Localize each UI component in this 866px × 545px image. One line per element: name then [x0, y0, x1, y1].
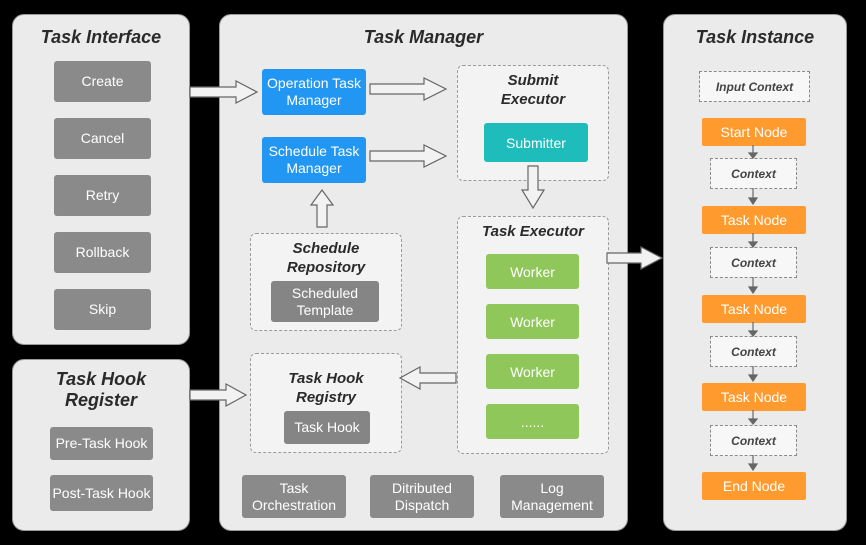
pre-task-hook-button[interactable]: Pre-Task Hook: [50, 427, 153, 460]
task-hook-register-title: Task Hook Register: [55, 369, 147, 410]
task-executor-title: Task Executor: [482, 223, 584, 240]
task-node-2[interactable]: Task Node: [702, 295, 806, 323]
context-3: Context: [710, 336, 797, 367]
arrow-submit-to-executor: [520, 165, 546, 210]
task-executor-box: Task Executor Worker Worker Worker .....…: [457, 216, 609, 454]
arrow-interface-to-operation: [189, 80, 259, 104]
worker-2[interactable]: Worker: [486, 304, 579, 339]
schedule-repository-box: Schedule Repository Scheduled Template: [250, 233, 402, 331]
input-context: Input Context: [699, 71, 810, 102]
context-1: Context: [710, 158, 797, 189]
worker-3[interactable]: Worker: [486, 354, 579, 389]
log-management-button[interactable]: Log Management: [500, 475, 604, 518]
task-manager-title: Task Manager: [363, 27, 484, 47]
task-interface-panel: Task Interface Create Cancel Retry Rollb…: [12, 14, 190, 345]
rollback-button[interactable]: Rollback: [54, 232, 151, 273]
submit-executor-title: Submit Executor: [500, 72, 566, 108]
schedule-repository-title: Schedule Repository: [286, 240, 366, 276]
skip-button[interactable]: Skip: [54, 289, 151, 330]
post-task-hook-button[interactable]: Post-Task Hook: [50, 475, 153, 511]
task-orchestration-button[interactable]: Task Orchestration: [242, 475, 346, 518]
worker-more[interactable]: ......: [486, 404, 579, 439]
arrow-operation-to-submit: [369, 77, 448, 101]
operation-task-manager[interactable]: Operation Task Manager: [262, 69, 366, 115]
task-node-3[interactable]: Task Node: [702, 383, 806, 411]
worker-1[interactable]: Worker: [486, 254, 579, 289]
arrow-repository-to-schedule: [309, 188, 335, 228]
end-node[interactable]: End Node: [702, 472, 806, 500]
cancel-button[interactable]: Cancel: [54, 118, 151, 159]
context-4: Context: [710, 425, 797, 456]
task-hook-registry-box: Task Hook Registry Task Hook: [250, 353, 402, 453]
arrow-hook-register-to-registry: [189, 382, 248, 408]
create-button[interactable]: Create: [54, 61, 151, 102]
context-2: Context: [710, 247, 797, 278]
submit-executor-box: Submit Executor Submitter: [457, 65, 609, 181]
scheduled-template[interactable]: Scheduled Template: [271, 281, 379, 322]
task-hook-register-panel: Task Hook Register Pre-Task Hook Post-Ta…: [12, 359, 190, 531]
retry-button[interactable]: Retry: [54, 175, 151, 216]
submitter-button[interactable]: Submitter: [484, 123, 588, 162]
task-interface-title: Task Interface: [40, 27, 162, 47]
arrow-schedule-to-submit: [369, 144, 448, 168]
task-hook-registry-title: Task Hook Registry: [288, 370, 364, 406]
start-node[interactable]: Start Node: [702, 118, 806, 146]
task-hook-button[interactable]: Task Hook: [284, 411, 370, 444]
task-instance-panel: Task Instance Input Context Start Node C…: [663, 14, 847, 531]
task-instance-title: Task Instance: [695, 27, 815, 47]
distributed-dispatch-button[interactable]: Ditributed Dispatch: [370, 475, 474, 518]
arrow-executor-to-hook-registry: [398, 365, 457, 391]
task-node-1[interactable]: Task Node: [702, 206, 806, 234]
arrow-executor-to-instance: [606, 246, 664, 270]
schedule-task-manager[interactable]: Schedule Task Manager: [262, 137, 366, 183]
